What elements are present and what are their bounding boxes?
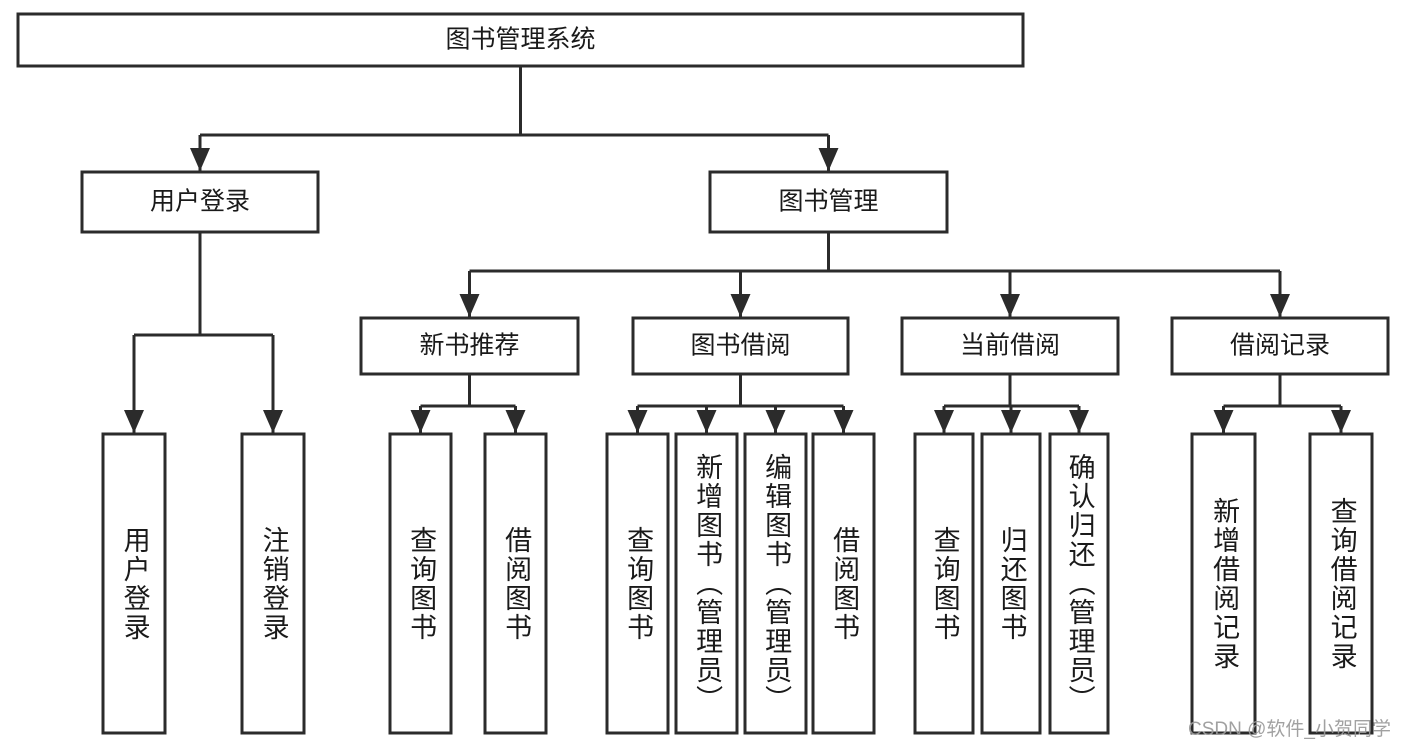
node-current-borrow[interactable]: 当前借阅 <box>900 316 1120 376</box>
node-label-user-login: 用户登录 <box>150 188 250 216</box>
node-box-book-manage[interactable] <box>708 170 949 234</box>
arrow-leaf-query-book-rec <box>410 410 431 433</box>
arrow-user-login <box>190 148 210 171</box>
node-box-leaf-edit-book[interactable] <box>743 432 808 735</box>
node-root[interactable]: 图书管理系统 <box>16 12 1025 68</box>
node-leaf-confirm-return[interactable] <box>1048 432 1110 735</box>
node-book-manage[interactable]: 图书管理 <box>708 170 949 234</box>
node-leaf-query-book-rec[interactable] <box>388 432 453 735</box>
node-box-leaf-borrow-book[interactable] <box>811 432 876 735</box>
node-box-leaf-query-book-rec[interactable] <box>388 432 453 735</box>
arrow-leaf-edit-book <box>765 410 786 433</box>
arrow-leaf-add-record <box>1213 410 1234 433</box>
node-book-borrow[interactable]: 图书借阅 <box>631 316 850 376</box>
node-label-current-borrow: 当前借阅 <box>960 332 1060 360</box>
arrow-leaf-user-logout <box>263 410 283 433</box>
node-leaf-user-logout[interactable] <box>240 432 306 735</box>
node-box-leaf-borrow-book-rec[interactable] <box>483 432 548 735</box>
arrow-leaf-borrow-book <box>833 410 854 433</box>
node-label-root: 图书管理系统 <box>445 26 595 54</box>
node-leaf-query-record[interactable] <box>1308 432 1374 735</box>
node-box-book-borrow[interactable] <box>631 316 850 376</box>
arrow-leaf-confirm-return <box>1069 410 1089 433</box>
node-label-new-book-rec: 新书推荐 <box>419 332 519 360</box>
arrow-leaf-return-book <box>1001 410 1021 433</box>
arrow-new-book-rec <box>459 294 480 317</box>
node-box-leaf-confirm-return[interactable] <box>1048 432 1110 735</box>
node-box-leaf-user-logout[interactable] <box>240 432 306 735</box>
node-leaf-query-book-borrow[interactable] <box>605 432 670 735</box>
node-leaf-return-book[interactable] <box>980 432 1042 735</box>
connector-layer <box>124 66 1351 433</box>
node-borrow-record[interactable]: 借阅记录 <box>1170 316 1390 376</box>
arrow-book-borrow <box>730 294 751 317</box>
arrow-leaf-query-book-cur <box>934 410 954 433</box>
node-box-leaf-return-book[interactable] <box>980 432 1042 735</box>
node-box-leaf-query-record[interactable] <box>1308 432 1374 735</box>
node-leaf-add-book[interactable] <box>674 432 739 735</box>
node-label-book-manage: 图书管理 <box>778 188 878 216</box>
arrow-leaf-query-record <box>1331 410 1351 433</box>
node-leaf-add-record[interactable] <box>1190 432 1257 735</box>
arrow-leaf-query-book-borrow <box>627 410 648 433</box>
node-box-root[interactable] <box>16 12 1025 68</box>
node-label-borrow-record: 借阅记录 <box>1230 332 1330 360</box>
node-box-leaf-query-book-borrow[interactable] <box>605 432 670 735</box>
arrow-leaf-add-book <box>696 410 717 433</box>
node-leaf-borrow-book-rec[interactable] <box>483 432 548 735</box>
node-box-leaf-add-record[interactable] <box>1190 432 1257 735</box>
node-label-book-borrow: 图书借阅 <box>690 332 790 360</box>
arrow-leaf-borrow-book-rec <box>505 410 526 433</box>
node-leaf-borrow-book[interactable] <box>811 432 876 735</box>
arrow-current-borrow <box>1000 294 1020 317</box>
node-new-book-rec[interactable]: 新书推荐 <box>359 316 580 376</box>
node-box-borrow-record[interactable] <box>1170 316 1390 376</box>
node-box-user-login[interactable] <box>80 170 320 234</box>
node-box-leaf-user-login[interactable] <box>101 432 167 735</box>
node-leaf-user-login[interactable] <box>101 432 167 735</box>
node-leaf-edit-book[interactable] <box>743 432 808 735</box>
node-box-leaf-add-book[interactable] <box>674 432 739 735</box>
arrow-book-manage <box>818 148 839 171</box>
node-box-current-borrow[interactable] <box>900 316 1120 376</box>
node-box-new-book-rec[interactable] <box>359 316 580 376</box>
node-box-leaf-query-book-cur[interactable] <box>913 432 975 735</box>
node-user-login[interactable]: 用户登录 <box>80 170 320 234</box>
arrow-borrow-record <box>1270 294 1290 317</box>
arrow-leaf-user-login <box>124 410 144 433</box>
node-leaf-query-book-cur[interactable] <box>913 432 975 735</box>
